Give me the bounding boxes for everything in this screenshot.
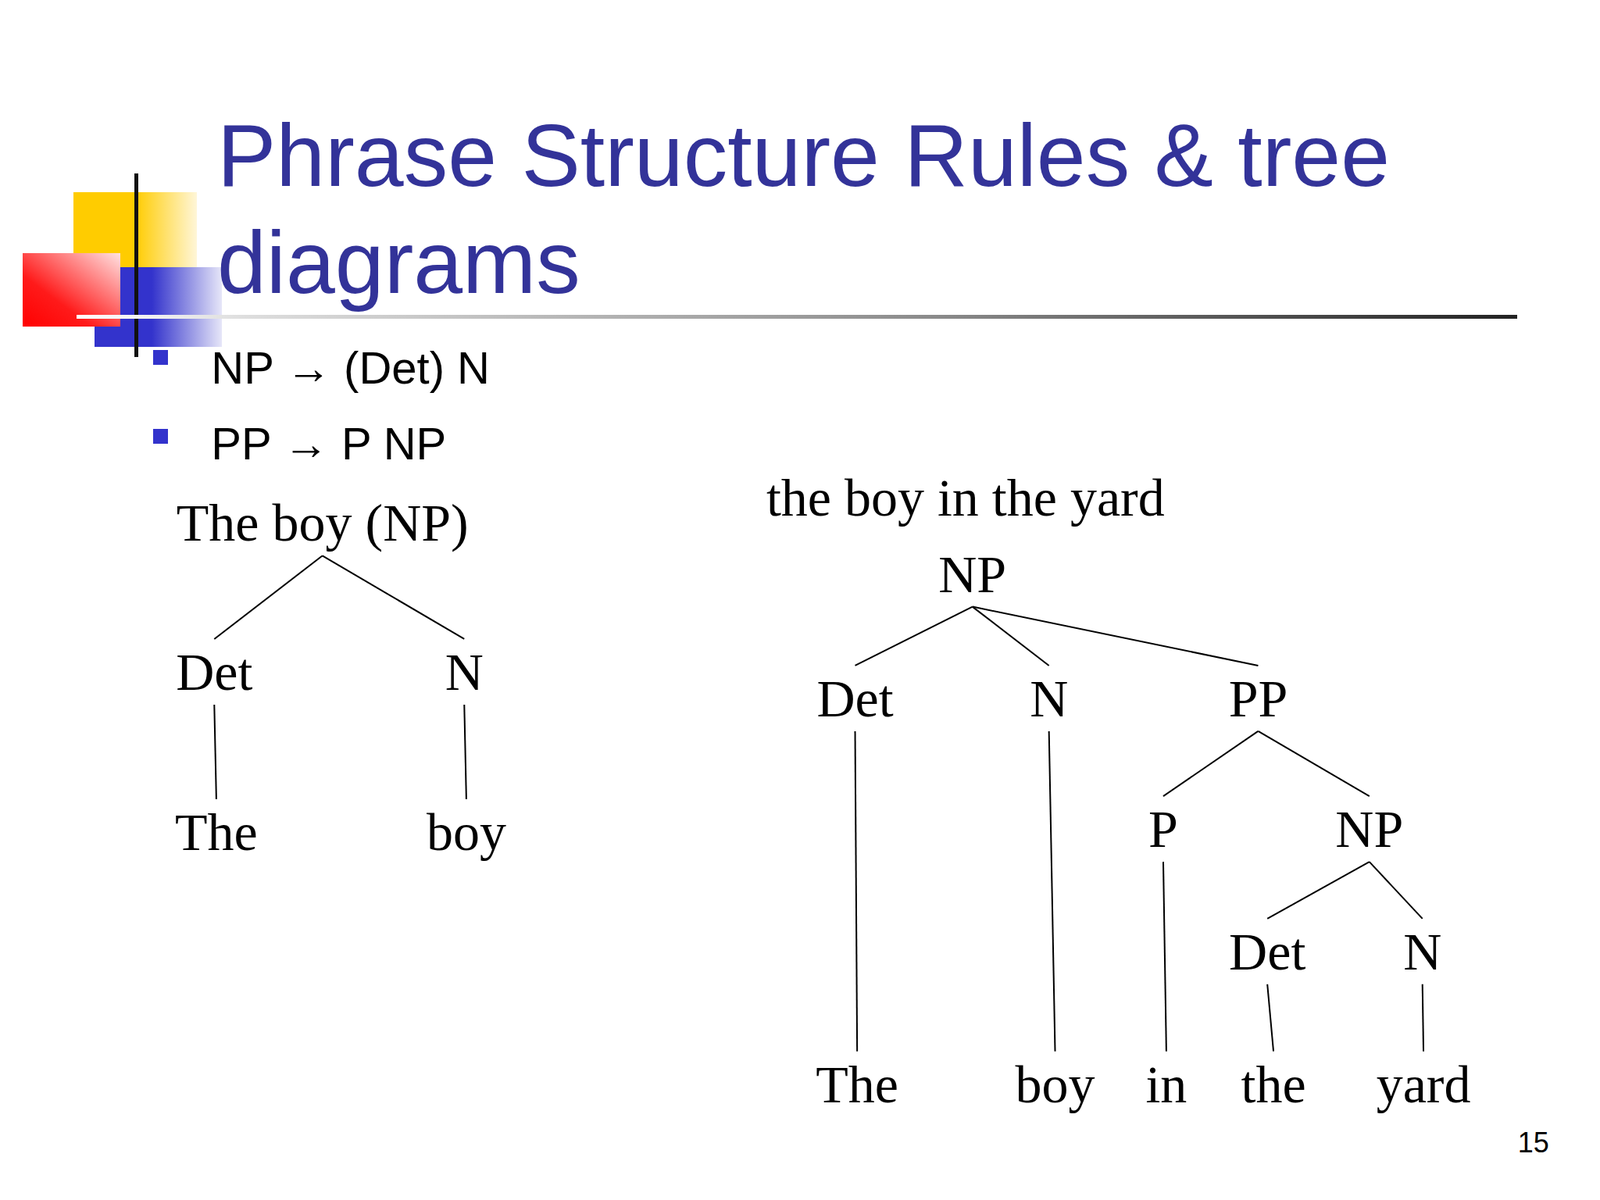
- tree-label: boy: [1012, 1051, 1099, 1118]
- tree-label: the: [1238, 1051, 1310, 1118]
- bullet-square: [153, 350, 168, 365]
- branch-line: [1267, 984, 1274, 1052]
- tree-label: N: [1400, 918, 1445, 985]
- category-text: in: [1145, 1057, 1187, 1111]
- branch-line: [1257, 731, 1369, 797]
- category-text: The: [175, 805, 258, 859]
- tree-label: The: [812, 1051, 902, 1118]
- branch-line: [972, 607, 1259, 666]
- tree-label: N: [442, 639, 487, 705]
- category-text: NP: [1335, 802, 1404, 856]
- category-text: N: [445, 645, 484, 699]
- page-number: 15: [1517, 1128, 1550, 1158]
- tree-label: boy: [423, 799, 510, 865]
- category-text: Det: [175, 645, 253, 699]
- tree-label: NP: [935, 541, 1010, 608]
- tree-label: The: [171, 799, 261, 865]
- category-text: N: [1403, 925, 1442, 979]
- tree-label: P: [1145, 796, 1182, 862]
- category-text: N: [1029, 671, 1068, 725]
- vertical-rule: [134, 173, 139, 358]
- category-text: Det: [816, 671, 893, 725]
- branch-line: [855, 607, 973, 666]
- tree-label: PP: [1225, 665, 1292, 732]
- branch-line: [1422, 984, 1424, 1052]
- tree-label: N: [1026, 665, 1072, 732]
- category-text: The boy (NP): [176, 496, 469, 550]
- branch-line: [1163, 731, 1258, 797]
- category-text: The: [815, 1057, 899, 1111]
- branch-line: [1163, 861, 1167, 1052]
- category-text: the: [1241, 1057, 1307, 1111]
- title-underline: [76, 314, 1518, 319]
- tree-label: NP: [1332, 796, 1407, 862]
- tree-label: Det: [813, 665, 897, 732]
- branch-line: [214, 555, 322, 640]
- bullet-square: [153, 428, 168, 444]
- branch-line: [214, 704, 217, 800]
- category-text: boy: [426, 805, 507, 859]
- category-text: PP: [1228, 671, 1289, 725]
- branch-line: [972, 607, 1050, 666]
- category-text: Det: [1228, 925, 1306, 979]
- tree-label: yard: [1373, 1051, 1475, 1118]
- phrase-caption: the boy in the yard: [766, 471, 1165, 525]
- rule-text: PP → P NP: [210, 421, 447, 467]
- tree-label: Det: [172, 639, 256, 705]
- category-text: NP: [938, 547, 1007, 601]
- branch-line: [855, 731, 858, 1052]
- category-text: P: [1148, 802, 1179, 856]
- branch-line: [464, 704, 467, 800]
- rule-text: NP → (Det) N: [210, 345, 490, 391]
- branch-line: [1049, 731, 1056, 1052]
- tree-label: Det: [1225, 918, 1309, 985]
- branch-line: [1267, 861, 1370, 919]
- category-text: boy: [1015, 1057, 1096, 1111]
- tree-label: The boy (NP): [173, 489, 472, 556]
- branch-line: [1369, 861, 1423, 919]
- slide-title: Phrase Structure Rules & tree diagrams: [217, 102, 1483, 317]
- branch-line: [322, 555, 465, 640]
- category-text: yard: [1376, 1057, 1472, 1111]
- tree-label: in: [1142, 1051, 1190, 1118]
